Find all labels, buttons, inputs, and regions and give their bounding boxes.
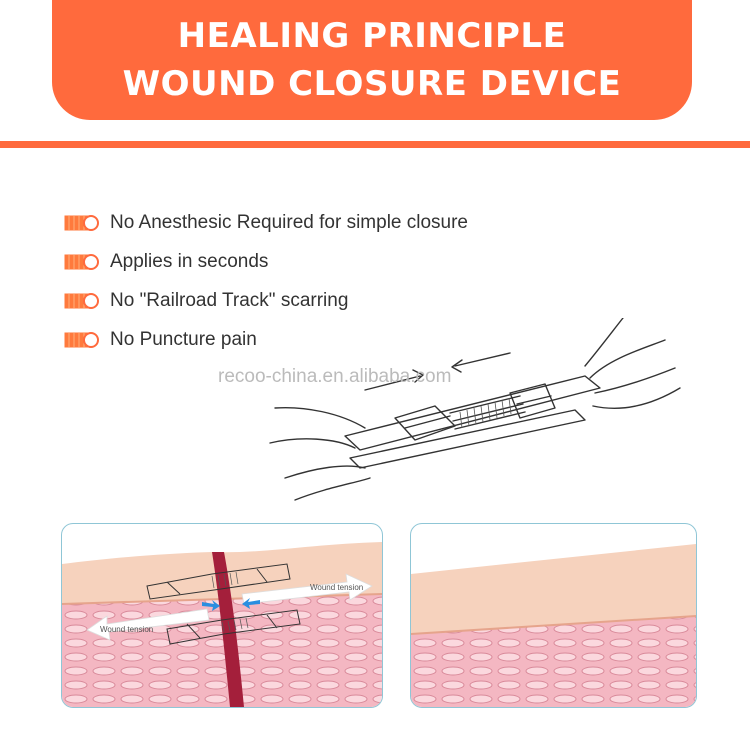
header-divider [0,141,750,148]
device-illustration [269,318,681,501]
wound-diagram: Wound tension Wound tension [62,542,382,707]
header-title-line2: WOUND CLOSURE DEVICE [122,64,622,104]
closure-device-bottom [166,609,301,645]
toggle-icon [64,292,99,309]
feature-text: No Puncture pain [110,328,257,350]
header-banner: HEALING PRINCIPLE WOUND CLOSURE DEVICE [52,0,692,120]
feature-text: No "Railroad Track" scarring [110,289,349,311]
feature-text: No Anesthesic Required for simple closur… [110,211,469,233]
healed-skin-panel [410,523,697,708]
adhesive-strip [344,375,601,451]
adhesive-strip-lower [349,409,586,469]
feature-item: No Puncture pain [64,320,468,359]
push-arrow-left-icon [451,352,511,373]
tension-arrow-left-icon [86,608,210,641]
tension-label-left: Wound tension [100,625,153,634]
feature-text: Applies in seconds [110,250,269,272]
watermark: recoo-china.en.alibaba.com [218,366,452,387]
skin-surface [411,544,696,634]
tension-label-right: Wound tension [310,583,363,592]
wound-diagram-panel: Wound tension Wound tension [61,523,383,708]
zip-rail [449,395,526,430]
toggle-icon [64,331,99,348]
device-housing-right [509,383,556,419]
feature-list: No Anesthesic Required for simple closur… [64,203,468,359]
closure-device-top [146,563,291,600]
feature-item: No "Railroad Track" scarring [64,281,468,320]
push-arrow-right-icon [364,369,424,391]
push-arrow-icon [242,598,260,609]
toggle-icon [64,214,99,231]
right-hand [584,318,681,409]
skin-tissue [411,616,696,707]
tension-arrow-right-icon [241,573,373,605]
feature-item: No Anesthesic Required for simple closur… [64,203,468,242]
toggle-icon [64,253,99,270]
header-title-line1: HEALING PRINCIPLE [177,16,567,56]
feature-item: Applies in seconds [64,242,468,281]
device-housing-left [394,405,456,441]
healed-skin-diagram [411,544,696,707]
push-arrow-icon [202,600,220,611]
wound-incision [212,552,244,707]
left-hand [269,406,371,501]
